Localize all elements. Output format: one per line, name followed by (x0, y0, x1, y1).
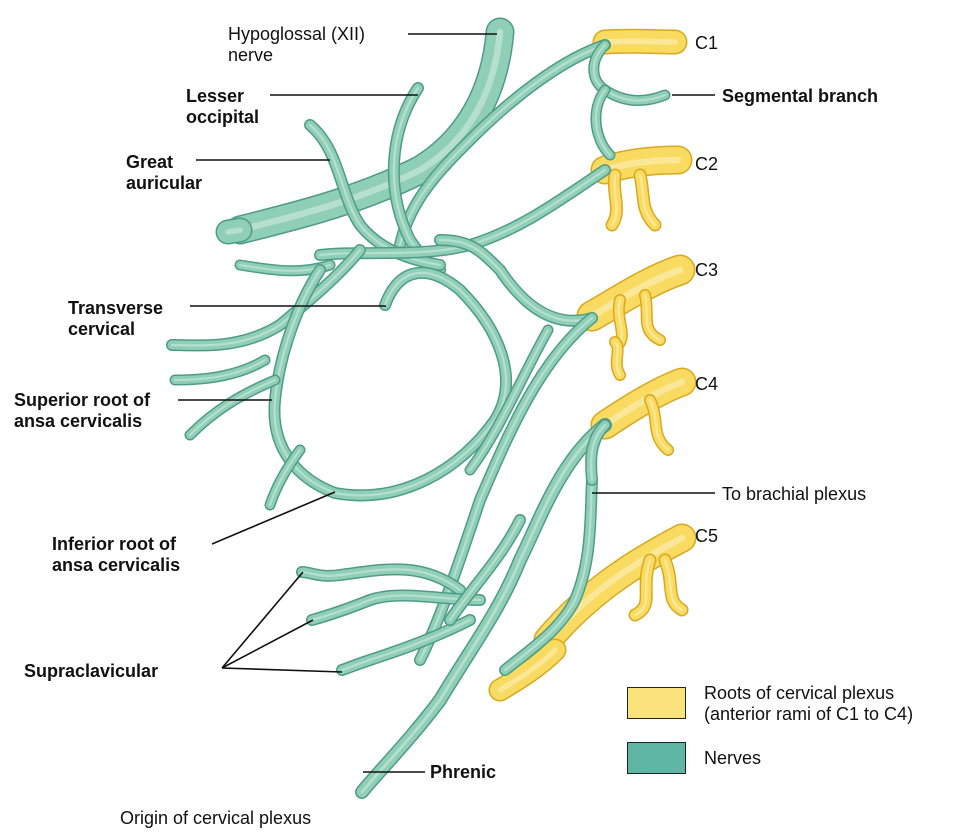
root-c5 (548, 538, 682, 640)
label-transverse-cervical-line2: cervical (68, 319, 163, 340)
nerve-supraclavicular-1 (302, 569, 460, 590)
label-superior-root-line2: ansa cervicalis (14, 411, 150, 432)
root-c2-branch-b (640, 175, 655, 225)
label-great-auricular-line2: auricular (126, 173, 202, 194)
label-hypoglossal-nerve: Hypoglossal (XII) nerve (228, 24, 365, 66)
nerve-c1-c2-link (596, 90, 610, 155)
root-c2 (605, 160, 678, 170)
label-lesser-occipital: Lesser occipital (186, 86, 259, 128)
nerve-c4-brachial-link (591, 425, 605, 480)
caption: Origin of cervical plexus (120, 808, 311, 829)
label-lesser-occipital-line2: occipital (186, 107, 259, 128)
root-c4 (605, 382, 682, 425)
root-c1 (605, 41, 675, 42)
legend-roots-line2: (anterior rami of C1 to C4) (704, 704, 913, 725)
nerve-hypoglossal-end (228, 230, 240, 232)
label-hypoglossal-line1: Hypoglossal (XII) (228, 24, 365, 45)
label-phrenic: Phrenic (430, 762, 496, 783)
root-c2-branch-a (612, 175, 617, 225)
label-inferior-root-line1: Inferior root of (52, 534, 180, 555)
nerve-superior-root-branch-2 (175, 360, 265, 380)
label-inferior-root-ansa: Inferior root of ansa cervicalis (52, 534, 180, 576)
label-great-auricular-line1: Great (126, 152, 202, 173)
root-c4-branch (650, 400, 668, 450)
label-hypoglossal-line2: nerve (228, 45, 365, 66)
legend-roots-line1: Roots of cervical plexus (704, 683, 913, 704)
label-inferior-root-line2: ansa cervicalis (52, 555, 180, 576)
root-c4-up (615, 342, 620, 375)
leader-supraclavicular-1 (222, 572, 303, 668)
label-superior-root-ansa: Superior root of ansa cervicalis (14, 390, 150, 432)
label-transverse-cervical: Transverse cervical (68, 298, 163, 340)
legend-nerves-label: Nerves (704, 748, 761, 769)
label-segmental-branch: Segmental branch (722, 86, 878, 107)
legend-roots-swatch (627, 687, 686, 719)
leader-supraclavicular-2 (222, 620, 313, 668)
label-c4: C4 (695, 374, 718, 395)
nerve-network (172, 32, 665, 792)
nerve-supraclavicular-3 (342, 620, 470, 670)
root-c5-branch-b (665, 560, 682, 610)
label-lesser-occipital-line1: Lesser (186, 86, 259, 107)
label-supraclavicular: Supraclavicular (24, 661, 158, 682)
label-superior-root-line1: Superior root of (14, 390, 150, 411)
label-to-brachial-plexus: To brachial plexus (722, 484, 866, 505)
root-c3 (592, 270, 680, 316)
nerve-superior-root-branch (190, 380, 275, 435)
legend-roots-label: Roots of cervical plexus (anterior rami … (704, 683, 913, 725)
legend-nerves-swatch (627, 742, 686, 774)
root-c3-branch-b (645, 295, 660, 340)
label-great-auricular: Great auricular (126, 152, 202, 194)
leader-supraclavicular-3 (222, 668, 342, 672)
label-c3: C3 (695, 260, 718, 281)
label-c2: C2 (695, 154, 718, 175)
label-transverse-cervical-line1: Transverse (68, 298, 163, 319)
label-c5: C5 (695, 526, 718, 547)
label-c1: C1 (695, 33, 718, 54)
